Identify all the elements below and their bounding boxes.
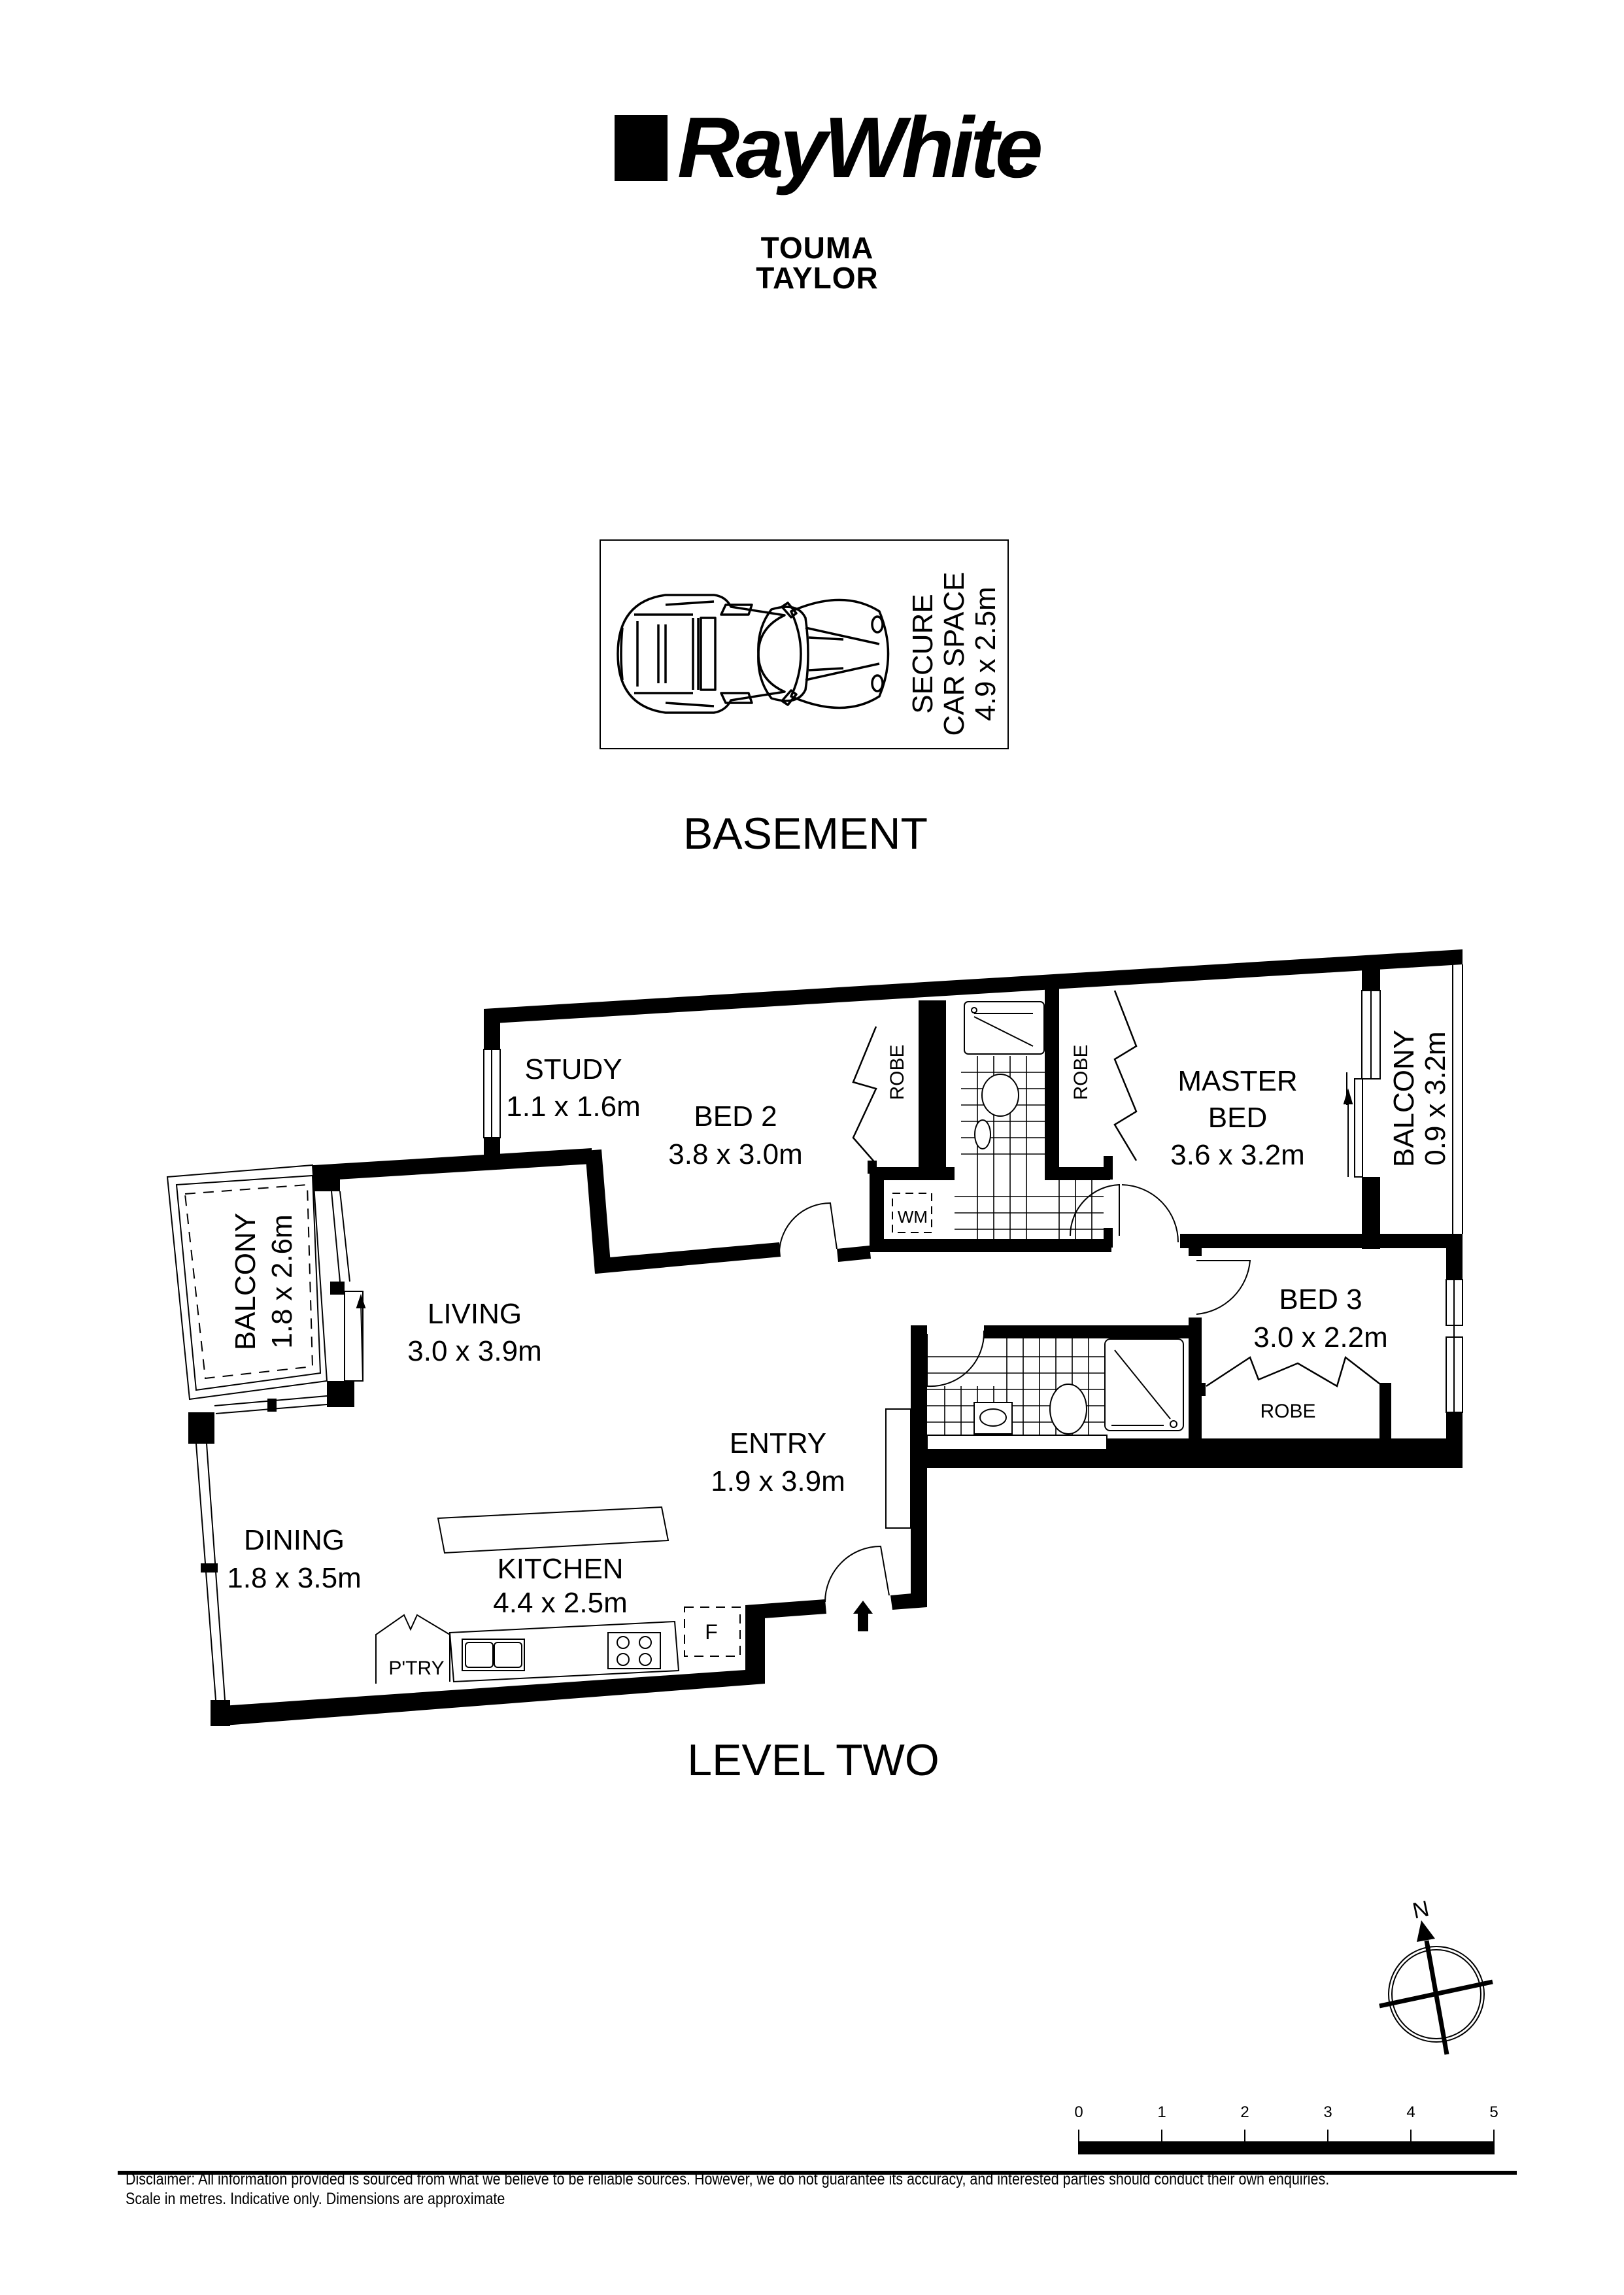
room-living-size: 3.0 x 3.9m [407,1335,541,1367]
car-space-line1: SECURE [907,594,939,713]
cooktop-icon [607,1632,661,1669]
washing-machine-label: WM [898,1207,928,1227]
north-arrow-icon: N [1379,1896,1493,2055]
room-master-name-2: BED [1208,1102,1267,1134]
room-study-size: 1.1 x 1.6m [506,1091,640,1123]
room-balcony-west-name: BALCONY [229,1213,262,1350]
bathroom-1 [892,1001,1104,1239]
brand-logo-wordmark: RayWhite [677,99,1043,196]
scale-tick-2: 2 [1240,2103,1249,2121]
basement-title: BASEMENT [683,809,928,858]
kitchen-bench [448,1620,680,1683]
brand-logo-square-icon [615,115,668,181]
robe-doors [852,990,1383,1387]
compass-north-label: N [1410,1896,1431,1924]
disclaimer: Disclaimer: All information provided is … [126,2169,1329,2209]
room-balcony-west-size: 1.8 x 2.6m [266,1214,298,1348]
entrance-arrow-icon [853,1601,873,1631]
room-bed3-size: 3.0 x 2.2m [1253,1321,1387,1353]
walls [188,949,1463,1726]
room-balcony-east-size: 0.9 x 3.2m [1419,1031,1451,1165]
kitchen-fixtures [375,1506,741,1684]
room-entry-size: 1.9 x 3.9m [711,1465,845,1497]
level-two-plan: WM [166,949,1463,1726]
doors [779,1183,1251,1603]
windows [166,964,1463,1701]
registered-mark-icon [1006,165,1013,173]
car-space-label: SECURE CAR SPACE 4.9 x 2.5m [907,571,1002,736]
kitchen-island [437,1506,669,1554]
sink-icon [462,1639,525,1671]
car-space-size: 4.9 x 2.5m [970,586,1002,721]
room-balcony-east-name: BALCONY [1388,1030,1420,1167]
room-bed2-name: BED 2 [694,1100,777,1132]
scale-tick-3: 3 [1323,2103,1332,2121]
fridge-label: F [705,1620,718,1644]
robe-label-bed3: ROBE [1260,1401,1315,1422]
sliding-door-arrows [356,1072,1363,1382]
room-master-size: 3.6 x 3.2m [1170,1139,1304,1171]
level-two-title: LEVEL TWO [687,1735,939,1785]
room-master-name-1: MASTER [1177,1065,1297,1097]
robe-label-bed2: ROBE [887,1044,908,1100]
room-kitchen-size: 4.4 x 2.5m [493,1587,627,1619]
room-bed2-size: 3.8 x 3.0m [668,1138,802,1170]
room-dining-name: DINING [244,1524,345,1556]
disclaimer-line-1: Disclaimer: All information provided is … [126,2170,1330,2188]
pantry-doors [375,1614,450,1684]
scale-tick-0: 0 [1074,2103,1083,2121]
robe-label-master: ROBE [1070,1044,1092,1100]
office-name: TOUMA TAYLOR [756,231,879,295]
room-labels: STUDY 1.1 x 1.6m BED 2 3.8 x 3.0m MASTER… [227,1030,1451,1619]
scale-tick-5: 5 [1489,2103,1498,2121]
car-icon [617,594,890,714]
room-bed3-name: BED 3 [1279,1284,1362,1316]
fridge-space [684,1606,741,1657]
room-dining-size: 1.8 x 3.5m [227,1562,361,1594]
car-space-line2: CAR SPACE [938,571,970,736]
room-study-name: STUDY [524,1053,622,1085]
pantry-label: P'TRY [388,1658,444,1679]
disclaimer-line-2: Scale in metres. Indicative only. Dimens… [126,2190,505,2208]
scale-bar: 0 1 2 3 4 5 [1074,2103,1498,2154]
room-entry-name: ENTRY [730,1427,826,1459]
footer-divider [118,2171,1517,2175]
bathroom-2 [926,1338,1184,1450]
room-kitchen-name: KITCHEN [497,1553,623,1585]
basement-car-space: SECURE CAR SPACE 4.9 x 2.5m [600,539,1009,749]
scale-tick-1: 1 [1157,2103,1166,2121]
scale-tick-4: 4 [1406,2103,1415,2121]
room-living-name: LIVING [428,1298,522,1330]
